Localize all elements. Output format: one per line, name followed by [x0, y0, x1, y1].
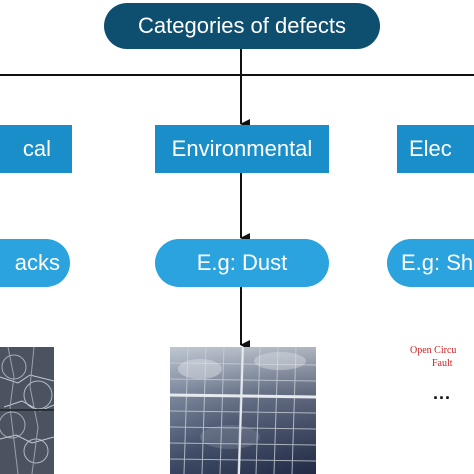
example-node-left: acks: [0, 239, 70, 287]
example-node-dust-label: E.g: Dust: [196, 250, 288, 275]
category-node-left: cal: [0, 125, 72, 173]
open-circuit-fault-caption: Open Circu Fault: [410, 344, 474, 370]
example-node-dust: E.g: Dust: [155, 239, 329, 287]
example-node-left-label: acks: [14, 250, 60, 275]
root-node: Categories of defects: [104, 3, 380, 49]
dusty-panel-photo: [170, 347, 316, 474]
category-node-left-label: cal: [22, 136, 51, 161]
root-node-label: Categories of defects: [138, 13, 346, 38]
category-node-environmental: Environmental: [155, 125, 329, 173]
example-node-right-label: E.g: Sho: [401, 250, 474, 275]
category-node-right-label: Elec: [409, 136, 452, 161]
category-node-right: Elec: [397, 125, 474, 173]
fault-caption-line2: Fault: [432, 358, 453, 369]
example-node-right: E.g: Sho: [387, 239, 474, 287]
fault-caption-line1: Open Circu: [410, 345, 457, 356]
category-node-environmental-label: Environmental: [171, 136, 313, 161]
fault-ellipsis: ...: [433, 383, 452, 403]
cracked-panel-photo: [0, 347, 54, 474]
